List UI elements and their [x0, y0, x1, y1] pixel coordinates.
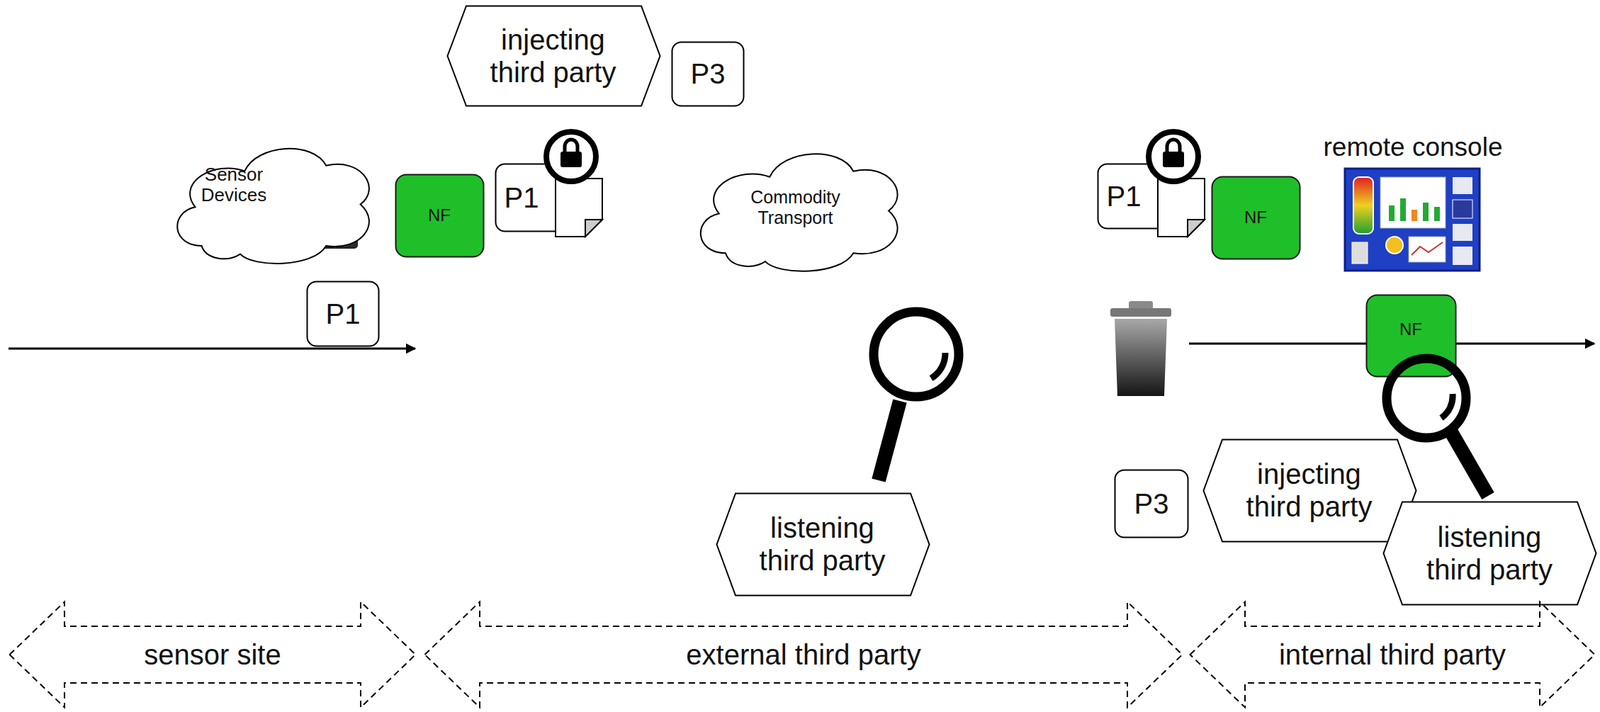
party-hexagon-outline: [1202, 438, 1418, 543]
node-text: Sensor Devices: [184, 164, 284, 207]
sensor-cloud-outline: [162, 132, 378, 271]
region-band: sensor site: [8, 600, 417, 709]
node-text: NF: [427, 205, 452, 226]
flow-arrow: [8, 347, 416, 351]
region-band: internal third party: [1189, 600, 1596, 709]
network-function-box: NF: [394, 173, 485, 258]
packet-box: P1: [494, 162, 567, 233]
network-function-box: NF: [1365, 294, 1457, 378]
party-hexagon: injecting third party: [1202, 438, 1418, 543]
node-text: listening third party: [1407, 520, 1571, 587]
party-hexagon-outline: [1382, 500, 1598, 606]
node-text: NF: [1399, 319, 1423, 340]
party-hexagon-outline: [446, 4, 662, 107]
node-text: injecting third party: [471, 23, 635, 89]
node-text: NF: [1244, 207, 1268, 228]
packet-box: P3: [671, 41, 745, 107]
console-label: remote console: [1323, 132, 1503, 163]
party-hexagon: listening third party: [715, 492, 931, 597]
party-hexagon: listening third party: [1382, 500, 1598, 606]
node-text: Commodity Transport: [739, 187, 853, 229]
trash-can: [1110, 301, 1172, 397]
network-function-box: NF: [1210, 175, 1301, 261]
region-band: external third party: [423, 600, 1184, 709]
node-text: sensor site: [143, 638, 283, 672]
node-text: P1: [1106, 179, 1142, 213]
packet-box: P3: [1113, 469, 1190, 539]
node-text: internal third party: [1278, 638, 1507, 672]
sensor-cloud: Sensor Devices: [162, 132, 378, 271]
party-hexagon-outline: [715, 492, 931, 597]
node-text: P3: [690, 57, 726, 90]
transport-cloud: Commodity Transport: [685, 137, 907, 279]
packet-box: P1: [306, 280, 380, 348]
console-screen: [1344, 168, 1480, 271]
node-text: P1: [503, 181, 540, 214]
node-text: P3: [1133, 487, 1170, 521]
node-text: P1: [325, 297, 361, 331]
magnifier-icon: [873, 311, 959, 481]
packet-box: P1: [1096, 162, 1170, 230]
party-hexagon: injecting third party: [446, 4, 662, 107]
node-text: listening third party: [741, 511, 905, 577]
node-text: injecting third party: [1227, 457, 1391, 523]
node-text: external third party: [685, 638, 922, 672]
